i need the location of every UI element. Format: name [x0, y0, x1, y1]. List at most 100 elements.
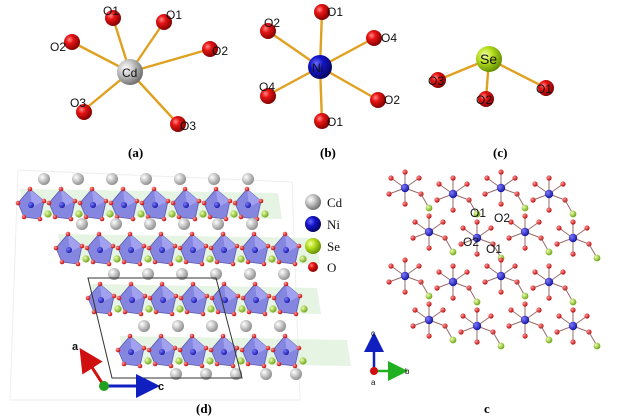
oxygen-atom — [108, 200, 114, 206]
oxygen-atom — [85, 295, 91, 301]
selenium-atom — [176, 305, 184, 313]
octahedron-face — [130, 234, 144, 252]
oxygen-atom — [240, 295, 246, 301]
oxygen-atom — [388, 263, 394, 269]
oxygen-atom — [474, 339, 480, 345]
oxygen-atom — [512, 175, 518, 181]
oxygen-atom — [230, 363, 236, 369]
oxygen-atom — [170, 116, 186, 132]
oxygen-atom — [122, 309, 128, 315]
nickel-atom — [129, 297, 135, 303]
oxygen-atom — [570, 251, 576, 257]
oxygen-atom — [474, 219, 480, 225]
nickel-atom — [472, 321, 482, 331]
oxygen-atom — [386, 279, 392, 285]
selenium-atom — [168, 210, 176, 218]
oxygen-atom — [103, 198, 109, 204]
network-bonds-and-atoms — [386, 169, 601, 350]
oxygen-atom — [231, 311, 237, 317]
oxygen-atom — [498, 257, 504, 263]
oxygen-atom — [220, 231, 226, 237]
oxygen-atom — [402, 257, 408, 263]
oxygen-atom — [402, 289, 408, 295]
polyhedral-layers — [15, 173, 351, 380]
ligand-label: O2 — [50, 40, 66, 54]
nickel-atom — [496, 271, 506, 281]
selenium-atom — [144, 357, 152, 365]
oxygen-atom — [158, 333, 164, 339]
oxygen-atom — [436, 181, 442, 187]
nickel-atom — [98, 297, 104, 303]
oxygen-atom — [292, 363, 298, 369]
oxygen-atom — [77, 200, 83, 206]
nickel-atom — [128, 349, 134, 355]
oxygen-atom — [530, 197, 536, 203]
nickel-atom — [191, 297, 197, 303]
oxygen-atom — [464, 269, 470, 275]
octahedron-face — [161, 234, 175, 252]
oxygen-atom — [207, 214, 213, 220]
nickel-atom — [128, 247, 134, 253]
legend-se-label: Se — [327, 239, 340, 254]
selenium-atom — [300, 305, 308, 313]
oxygen-atom — [488, 225, 494, 231]
oxygen-atom — [53, 245, 59, 251]
legend-se-swatch — [305, 238, 321, 254]
oxygen-atom — [97, 281, 103, 287]
oxygen-atom — [484, 263, 490, 269]
panel-d-caption: (d) — [196, 401, 212, 416]
octahedron-face — [255, 284, 269, 302]
selenium-atom — [207, 305, 215, 313]
oxygen-atom — [546, 295, 552, 301]
oxygen-atom — [107, 311, 113, 317]
oxygen-atom — [238, 214, 244, 220]
ligand-label: O2 — [476, 93, 492, 107]
selenium-atom — [75, 210, 83, 218]
octahedron-face — [216, 189, 230, 207]
oxygen-atom — [246, 309, 252, 315]
nickel-atom — [284, 297, 290, 303]
nickel-atom — [245, 202, 251, 208]
nickel-atom — [183, 202, 189, 208]
cadmium-atom — [172, 320, 184, 332]
oxygen-atom — [184, 309, 190, 315]
selenium-atom — [261, 210, 269, 218]
oxygen-atom — [244, 186, 250, 192]
selenium-atom — [206, 255, 214, 263]
oxygen-atom — [120, 186, 126, 192]
oxygen-atom — [271, 295, 277, 301]
oxygen-atom — [426, 301, 432, 307]
axis-a-dot — [370, 367, 378, 375]
oxygen-atom — [183, 361, 189, 367]
selenium-atom — [145, 305, 153, 313]
oxygen-atom — [152, 361, 158, 367]
oxygen-atom — [96, 231, 102, 237]
oxygen-atom — [223, 216, 229, 222]
oxygen-atom — [262, 311, 268, 317]
ni-center-label: Ni — [312, 61, 323, 75]
panel-a-caption: (a) — [128, 145, 143, 160]
ligand-label: O3 — [70, 96, 86, 110]
se-center-label: Se — [480, 51, 497, 67]
network-label-o2: O2 — [494, 211, 510, 225]
oxygen-atom — [189, 333, 195, 339]
selenium-atom — [268, 255, 276, 263]
oxygen-atom — [89, 186, 95, 192]
oxygen-atom — [402, 169, 408, 175]
cadmium-atom — [240, 320, 252, 332]
selenium-atom — [473, 298, 481, 306]
oxygen-atom — [147, 295, 153, 301]
cadmium-atom — [246, 218, 258, 230]
cadmium-atom — [140, 173, 152, 185]
cadmium-atom — [244, 268, 256, 280]
axis-b-label: b — [405, 367, 410, 376]
nickel-atom — [160, 297, 166, 303]
selenium-atom — [299, 255, 307, 263]
panel-c-caption: (c) — [493, 145, 507, 160]
octahedron-face — [61, 189, 75, 207]
axis-c-label: c — [371, 329, 375, 338]
unit-cell-outline — [87, 277, 243, 379]
legend-item-cd: Cd — [305, 194, 343, 210]
oxygen-atom — [530, 285, 536, 291]
